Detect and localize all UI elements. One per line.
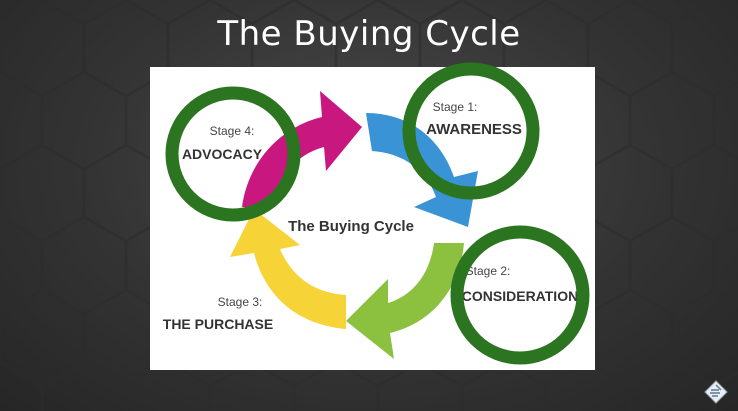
center-label: The Buying Cycle — [288, 218, 414, 235]
stage-4-number: Stage 4: — [210, 124, 255, 138]
arrow-consideration — [346, 243, 464, 359]
stage-2-number: Stage 2: — [466, 264, 511, 278]
diamond-logo-icon — [704, 380, 728, 404]
highlight-ring-awareness — [402, 62, 540, 200]
highlight-ring-advocacy — [165, 86, 301, 222]
stage-3-number: Stage 3: — [218, 295, 263, 309]
arrow-purchase — [230, 209, 346, 329]
slide-title: The Buying Cycle — [217, 14, 521, 54]
stage-1-name: AWARENESS — [426, 121, 522, 138]
stage-3-name: THE PURCHASE — [163, 316, 273, 332]
buying-cycle-diagram: The Buying Cycle Stage 1: AWARENESS Stag… — [163, 62, 590, 365]
stage-2-name: CONSIDERATION — [462, 288, 578, 304]
stage-4-name: ADVOCACY — [182, 146, 263, 162]
arrow-advocacy — [242, 91, 362, 207]
stage-1-number: Stage 1: — [433, 100, 478, 114]
highlight-ring-consideration — [450, 225, 590, 365]
